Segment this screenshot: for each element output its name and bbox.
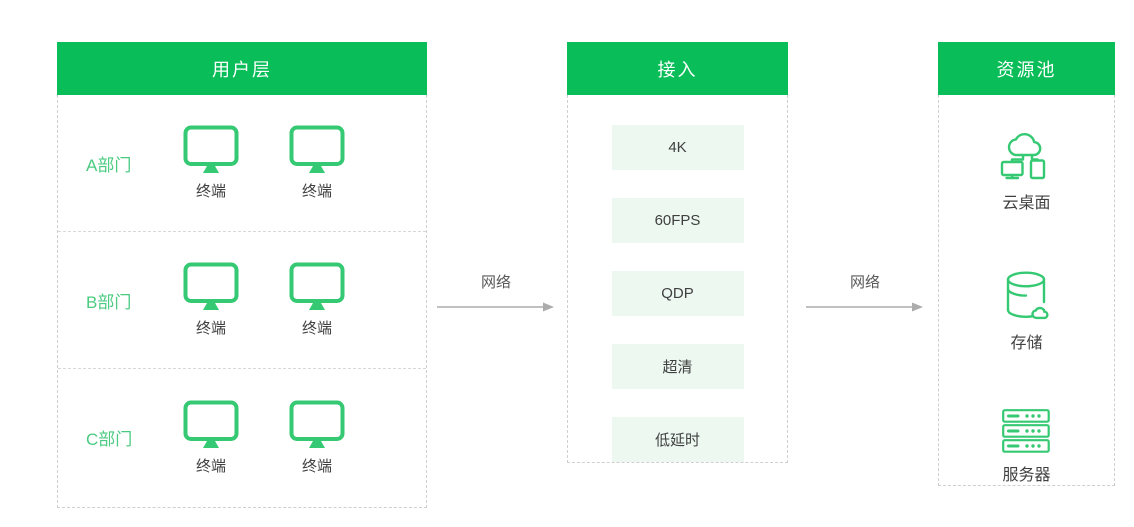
- right-arrow-icon: [806, 301, 924, 313]
- terminal-label: 终端: [301, 183, 332, 200]
- resource-pool-title: 资源池: [996, 59, 1057, 80]
- resource-pool-header: 资源池: [938, 42, 1115, 95]
- terminal: 终端: [183, 262, 239, 338]
- monitor-icon: [183, 125, 239, 175]
- terminal-group: 终端 终端: [183, 400, 345, 476]
- feature-box-4k: 4K: [611, 125, 744, 170]
- terminal: 终端: [183, 400, 239, 476]
- cloud-storage-icon: [1005, 270, 1049, 320]
- network-label: 网络: [849, 274, 880, 291]
- terminal: 终端: [183, 125, 239, 201]
- user-layer-header: 用户层: [57, 42, 427, 95]
- network-label: 网络: [480, 274, 511, 291]
- feature-box-qdp: QDP: [611, 271, 744, 316]
- terminal-group: 终端 终端: [183, 125, 345, 201]
- department-c-label: C部门: [86, 430, 133, 449]
- resource-label: 服务器: [1002, 467, 1051, 484]
- resource-storage: 存储: [1001, 269, 1053, 353]
- terminal-label: 终端: [195, 320, 226, 337]
- feature-box-uhd: 超清: [611, 344, 744, 389]
- monitor-icon: [183, 400, 239, 450]
- access-layer-column: 接入 4K 60FPS QDP 超清 低延时: [567, 42, 788, 463]
- department-row-c: C部门 终端 终端: [58, 369, 426, 506]
- user-layer-body: A部门 终端 终端 B部门 终端: [57, 95, 427, 508]
- network-connection-left: 网络: [437, 271, 555, 313]
- access-layer-body: 4K 60FPS QDP 超清 低延时: [567, 95, 788, 463]
- network-connection-right: 网络: [806, 271, 924, 313]
- terminal-label: 终端: [195, 457, 226, 475]
- terminal: 终端: [289, 400, 345, 476]
- server-icon: [1002, 409, 1051, 453]
- monitor-icon: [289, 262, 345, 312]
- monitor-icon: [289, 400, 345, 450]
- user-layer-title: 用户层: [212, 59, 272, 80]
- feature-box-latency: 低延时: [611, 417, 744, 462]
- user-layer-column: 用户层 A部门 终端 终端 B部门: [57, 42, 427, 508]
- monitor-icon: [289, 125, 345, 175]
- access-layer-title: 接入: [657, 59, 698, 80]
- resource-server: 服务器: [1002, 409, 1051, 485]
- access-layer-header: 接入: [567, 42, 788, 95]
- terminal: 终端: [289, 125, 345, 201]
- terminal-label: 终端: [195, 183, 226, 200]
- cloud-desktop-icon: [1000, 132, 1045, 180]
- terminal-label: 终端: [301, 457, 332, 475]
- feature-box-60fps: 60FPS: [611, 198, 744, 243]
- resource-label: 存储: [1010, 335, 1043, 352]
- department-row-b: B部门 终端 终端: [58, 232, 426, 369]
- right-arrow-icon: [437, 301, 555, 313]
- resource-label: 云桌面: [1002, 195, 1051, 212]
- department-row-a: A部门 终端 终端: [58, 95, 426, 232]
- terminal: 终端: [289, 262, 345, 338]
- monitor-icon: [183, 262, 239, 312]
- resource-pool-body: 云桌面 存储 服务器: [938, 95, 1115, 486]
- department-b-label: B部门: [86, 292, 132, 312]
- terminal-label: 终端: [301, 320, 332, 337]
- resource-cloud-desktop: 云桌面: [999, 125, 1055, 213]
- terminal-group: 终端 终端: [183, 262, 345, 338]
- department-a-label: A部门: [86, 155, 132, 175]
- resource-pool-column: 资源池 云桌面 存储 服务器: [938, 42, 1115, 486]
